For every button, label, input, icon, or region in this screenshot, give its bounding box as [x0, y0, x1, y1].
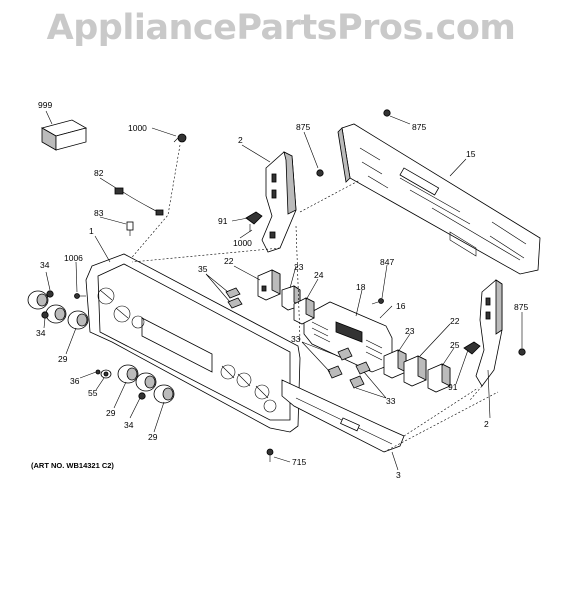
callout-875-right: 875: [514, 302, 528, 312]
callout-55: 55: [88, 388, 98, 398]
part-1006-screw: [74, 293, 86, 299]
callout-15: 15: [466, 149, 476, 159]
part-999-box: [40, 119, 88, 151]
callout-23-top: 23: [294, 262, 304, 272]
callout-1000-bottom: 1000: [233, 238, 252, 248]
callout-999: 999: [38, 100, 52, 110]
watermark: AppliancePartsPros.com: [46, 8, 516, 48]
part-91-clip-left: [245, 211, 263, 232]
callout-22-right: 22: [450, 316, 460, 326]
knobs-bottom: [95, 364, 175, 404]
part-16-electronic-control: [303, 301, 393, 373]
callout-2-right: 2: [484, 419, 489, 429]
callout-29-left: 29: [58, 354, 68, 364]
part-82-harness: [114, 187, 164, 216]
callout-82: 82: [94, 168, 104, 178]
part-875-screw-c: [518, 348, 526, 356]
part-25-switch: [427, 363, 451, 393]
part-33-inserts: [327, 347, 371, 389]
part-2-end-bracket-right: [475, 279, 503, 387]
part-15-back-shield: [337, 123, 541, 275]
part-35-inserts: [225, 287, 243, 309]
callout-16: 16: [396, 301, 406, 311]
callout-1: 1: [89, 226, 94, 236]
part-847-screw: [371, 298, 384, 305]
part-22-switch-top: [257, 269, 281, 301]
callout-25: 25: [450, 340, 460, 350]
leader-lines: [43, 110, 523, 471]
callout-18: 18: [356, 282, 366, 292]
callout-33-top: 33: [291, 334, 301, 344]
callout-29-mid: 29: [106, 408, 116, 418]
callout-24: 24: [314, 270, 324, 280]
callout-23-right: 23: [405, 326, 415, 336]
callout-34-bottom: 34: [124, 420, 134, 430]
part-1000-screw: [173, 133, 187, 143]
part-91-clip-right: [463, 341, 481, 355]
part-875-screw-b: [383, 109, 391, 117]
callout-35: 35: [198, 264, 208, 274]
callout-875-mid: 875: [296, 122, 310, 132]
part-2-end-bracket-left: [261, 151, 297, 253]
callout-875-top: 875: [412, 122, 426, 132]
callout-1006: 1006: [64, 253, 83, 263]
callout-83: 83: [94, 208, 104, 218]
part-3-trim: [281, 379, 405, 453]
callout-29-bottom: 29: [148, 432, 158, 442]
knobs-left: [27, 290, 89, 330]
callout-91-right: 91: [448, 382, 458, 392]
part-23-switch-right: [383, 349, 407, 379]
part-1-control-panel: [85, 253, 301, 433]
callout-1000-top: 1000: [128, 123, 147, 133]
callout-3: 3: [396, 470, 401, 480]
callout-2-left: 2: [238, 135, 243, 145]
part-875-screw-a: [316, 169, 324, 177]
callout-36: 36: [70, 376, 80, 386]
callout-715: 715: [292, 457, 306, 467]
callout-33-bottom: 33: [386, 396, 396, 406]
callout-34-top: 34: [40, 260, 50, 270]
callout-847: 847: [380, 257, 394, 267]
callout-91-left: 91: [218, 216, 228, 226]
part-83-clip: [126, 221, 134, 236]
callout-22-top: 22: [224, 256, 234, 266]
callout-34-left: 34: [36, 328, 46, 338]
part-22-switch-right: [403, 355, 427, 387]
part-24-switch-top: [293, 297, 315, 325]
part-715-screw: [266, 448, 274, 462]
art-number: (ART NO. WB14321 C2): [31, 461, 114, 470]
